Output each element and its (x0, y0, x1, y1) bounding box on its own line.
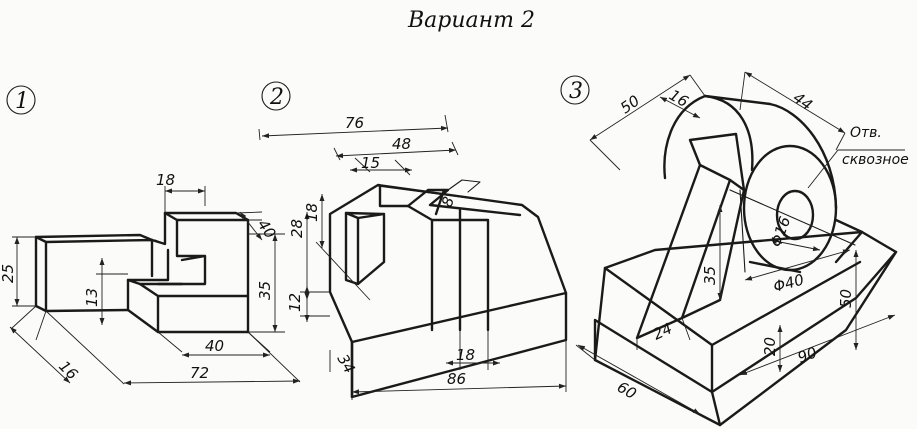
view-3-dim-44: 44 (790, 89, 816, 115)
view-1-dim-72: 72 (190, 364, 209, 382)
view-3-number: 3 (569, 79, 583, 104)
view-2-dim-15: 15 (361, 154, 380, 172)
view-1-dim-18: 18 (156, 171, 175, 189)
part-3-body (593, 94, 898, 427)
view-1-dim-40-bottom: 40 (205, 337, 224, 355)
view-3-number-circle (560, 75, 590, 105)
view-2-dim-34: 34 (334, 351, 359, 377)
view-3-dim-50-right: 50 (837, 289, 855, 308)
view-1-dim-25: 25 (0, 264, 17, 283)
view-2-dim-48: 48 (392, 135, 411, 153)
view-3-dim-20: 20 (761, 337, 779, 356)
part-1-body (34, 211, 250, 334)
view-1-dim-16: 16 (55, 357, 81, 383)
view-3-dim-phi40: Φ40 (771, 270, 806, 295)
view-3-note-line2: сквозное (842, 152, 909, 168)
view-2-number: 2 (269, 85, 284, 110)
view-3-dim-35: 35 (701, 266, 719, 285)
view-2-dim-18-vertical: 18 (303, 203, 321, 222)
view-2-dim-18-bottom: 18 (456, 346, 475, 364)
view-2-dim-12: 12 (286, 293, 304, 312)
part-2-dimensions: 76 48 15 8 28 18 12 34 (258, 114, 567, 400)
view-1-dim-35: 35 (256, 281, 274, 300)
view-2: 2 76 48 15 8 (258, 81, 568, 400)
view-2-dim-28: 28 (288, 219, 306, 238)
view-2-dim-76: 76 (345, 114, 364, 132)
view-1-number-circle (6, 85, 36, 115)
view-3: 3 50 (560, 71, 909, 427)
view-2-number-circle (261, 81, 291, 111)
view-3-dim-50-top: 50 (617, 92, 643, 118)
view-1-number: 1 (15, 89, 29, 114)
part-2-body (328, 179, 568, 399)
variant-title: Вариант 2 (407, 8, 535, 33)
view-3-dim-90: 90 (795, 343, 819, 366)
view-3-note-line1: Отв. (850, 125, 882, 141)
view-2-dim-86: 86 (447, 370, 466, 388)
view-1: 1 18 40 25 (0, 85, 301, 386)
view-1-dim-13: 13 (83, 288, 101, 307)
